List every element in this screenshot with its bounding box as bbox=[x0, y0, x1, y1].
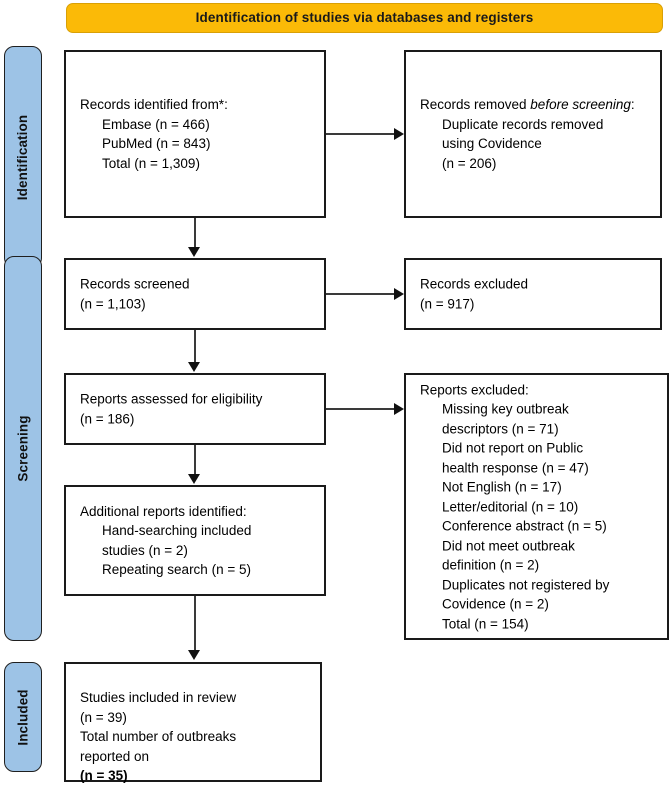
records-excluded-count: (n = 917) bbox=[420, 296, 475, 311]
reports-excluded-item-1: Missing key outbreak bbox=[442, 401, 569, 417]
connector-screened-to-excluded bbox=[326, 293, 394, 295]
outbreaks-total-label: Total number of outbreaks bbox=[80, 729, 237, 744]
box-records-identified-content: Records identified from*: Embase (n = 46… bbox=[80, 95, 316, 173]
arrowhead-screened-to-excluded bbox=[394, 287, 404, 300]
arrowhead-identified-to-screened bbox=[188, 247, 200, 257]
reports-excluded-item-5: Not English (n = 17) bbox=[442, 479, 562, 495]
box-reports-excluded: Reports excluded: Missing key outbreak d… bbox=[404, 373, 669, 640]
additional-reports-line-2: studies (n = 2) bbox=[102, 542, 188, 558]
connector-screened-to-eligibility bbox=[194, 330, 196, 363]
box-records-removed-content: Records removed before screening: Duplic… bbox=[420, 95, 652, 173]
stage-bar-label-screening: Screening bbox=[15, 415, 31, 482]
reports-excluded-item-9: definition (n = 2) bbox=[442, 557, 540, 573]
records-screened-label: Records screened bbox=[80, 276, 190, 292]
outbreaks-count: (n = 35) bbox=[80, 768, 128, 783]
box-studies-included-content: Studies included in review (n = 39) Tota… bbox=[80, 688, 312, 786]
reports-excluded-total: Total (n = 154) bbox=[442, 615, 529, 631]
records-screened-count: (n = 1,103) bbox=[80, 296, 146, 311]
box-records-removed: Records removed before screening: Duplic… bbox=[404, 50, 662, 218]
stage-bar-label-identification: Identification bbox=[15, 114, 31, 200]
arrowhead-additional-to-included bbox=[188, 650, 200, 660]
records-identified-pubmed: PubMed (n = 843) bbox=[102, 136, 211, 151]
stage-bar-screening: Screening bbox=[4, 256, 42, 641]
outbreaks-reported-label: reported on bbox=[80, 748, 150, 764]
connector-additional-to-included bbox=[194, 596, 196, 651]
studies-included-count: (n = 39) bbox=[80, 709, 127, 725]
reports-excluded-item-7: Conference abstract (n = 5) bbox=[442, 518, 607, 534]
box-studies-included: Studies included in review (n = 39) Tota… bbox=[64, 662, 322, 783]
records-removed-line-2: using Covidence bbox=[442, 136, 542, 151]
records-excluded-label: Records excluded bbox=[420, 276, 529, 292]
arrowhead-eligibility-to-additional bbox=[188, 474, 200, 484]
records-identified-embase: Embase (n = 466) bbox=[102, 116, 210, 132]
box-additional-reports: Additional reports identified: Hand-sear… bbox=[64, 485, 326, 596]
phase-banner-title: Identification of studies via databases … bbox=[195, 10, 534, 26]
box-records-excluded-content: Records excluded (n = 917) bbox=[420, 275, 652, 314]
connector-eligibility-to-reports-excluded bbox=[326, 408, 394, 410]
studies-included-label: Studies included in review bbox=[80, 690, 237, 705]
reports-assessed-label: Reports assessed for eligibility bbox=[80, 391, 263, 407]
records-removed-heading-emphasis: before screening bbox=[530, 97, 631, 112]
box-records-identified: Records identified from*: Embase (n = 46… bbox=[64, 50, 326, 218]
box-reports-assessed: Reports assessed for eligibility (n = 18… bbox=[64, 373, 326, 445]
reports-excluded-item-8: Did not meet outbreak bbox=[442, 537, 575, 553]
box-reports-assessed-content: Reports assessed for eligibility (n = 18… bbox=[80, 390, 316, 429]
connector-identified-to-removed bbox=[326, 133, 394, 135]
additional-reports-heading: Additional reports identified: bbox=[80, 503, 247, 519]
additional-reports-line-1: Hand-searching included bbox=[102, 523, 252, 538]
records-removed-heading: Records removed before screening: bbox=[420, 95, 652, 115]
records-identified-total: Total (n = 1,309) bbox=[102, 155, 200, 171]
stage-bar-included: Included bbox=[4, 662, 42, 772]
box-additional-reports-content: Additional reports identified: Hand-sear… bbox=[80, 502, 316, 580]
reports-excluded-item-11: Covidence (n = 2) bbox=[442, 596, 549, 612]
arrowhead-eligibility-to-reports-excluded bbox=[394, 402, 404, 415]
records-identified-heading: Records identified from*: bbox=[80, 97, 228, 112]
records-removed-heading-prefix: Records removed bbox=[420, 97, 531, 112]
box-records-screened-content: Records screened (n = 1,103) bbox=[80, 275, 316, 314]
arrowhead-screened-to-eligibility bbox=[188, 362, 200, 372]
connector-identified-to-screened bbox=[194, 218, 196, 248]
reports-excluded-item-10: Duplicates not registered by bbox=[442, 576, 610, 592]
reports-excluded-item-4: health response (n = 47) bbox=[442, 459, 589, 475]
box-records-excluded: Records excluded (n = 917) bbox=[404, 258, 662, 330]
box-reports-excluded-content: Reports excluded: Missing key outbreak d… bbox=[420, 380, 659, 634]
records-removed-count: (n = 206) bbox=[442, 155, 497, 171]
records-removed-line-1: Duplicate records removed bbox=[442, 116, 604, 132]
stage-bar-label-included: Included bbox=[15, 688, 31, 746]
reports-excluded-heading: Reports excluded: bbox=[420, 381, 529, 397]
arrowhead-identified-to-removed bbox=[394, 127, 404, 140]
reports-assessed-count: (n = 186) bbox=[80, 411, 135, 426]
stage-bar-identification: Identification bbox=[4, 46, 42, 268]
reports-excluded-item-3: Did not report on Public bbox=[442, 440, 584, 456]
reports-excluded-item-6: Letter/editorial (n = 10) bbox=[442, 498, 579, 514]
phase-banner-identification: Identification of studies via databases … bbox=[66, 3, 663, 33]
reports-excluded-item-2: descriptors (n = 71) bbox=[442, 420, 559, 436]
additional-reports-line-3: Repeating search (n = 5) bbox=[102, 562, 251, 577]
records-removed-heading-suffix: : bbox=[630, 97, 635, 112]
box-records-screened: Records screened (n = 1,103) bbox=[64, 258, 326, 330]
connector-eligibility-to-additional bbox=[194, 445, 196, 475]
